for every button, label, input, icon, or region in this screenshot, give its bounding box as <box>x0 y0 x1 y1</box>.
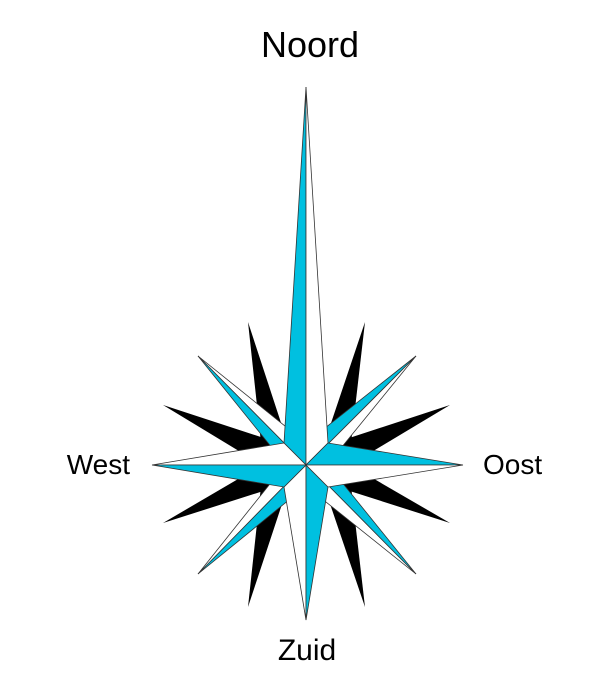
north-label: Noord <box>261 24 359 65</box>
point-east-bottom <box>306 465 463 487</box>
point-south-left <box>284 465 306 620</box>
west-label: West <box>67 449 130 480</box>
point-south-right <box>306 465 328 620</box>
point-west-bottom <box>152 465 306 487</box>
point-east-top <box>306 443 463 465</box>
south-label: Zuid <box>278 634 336 667</box>
point-north-right <box>306 87 328 465</box>
point-north-left <box>284 87 306 465</box>
point-west-top <box>152 443 306 465</box>
compass-cardinal-points <box>152 87 463 620</box>
east-label: Oost <box>483 449 542 480</box>
